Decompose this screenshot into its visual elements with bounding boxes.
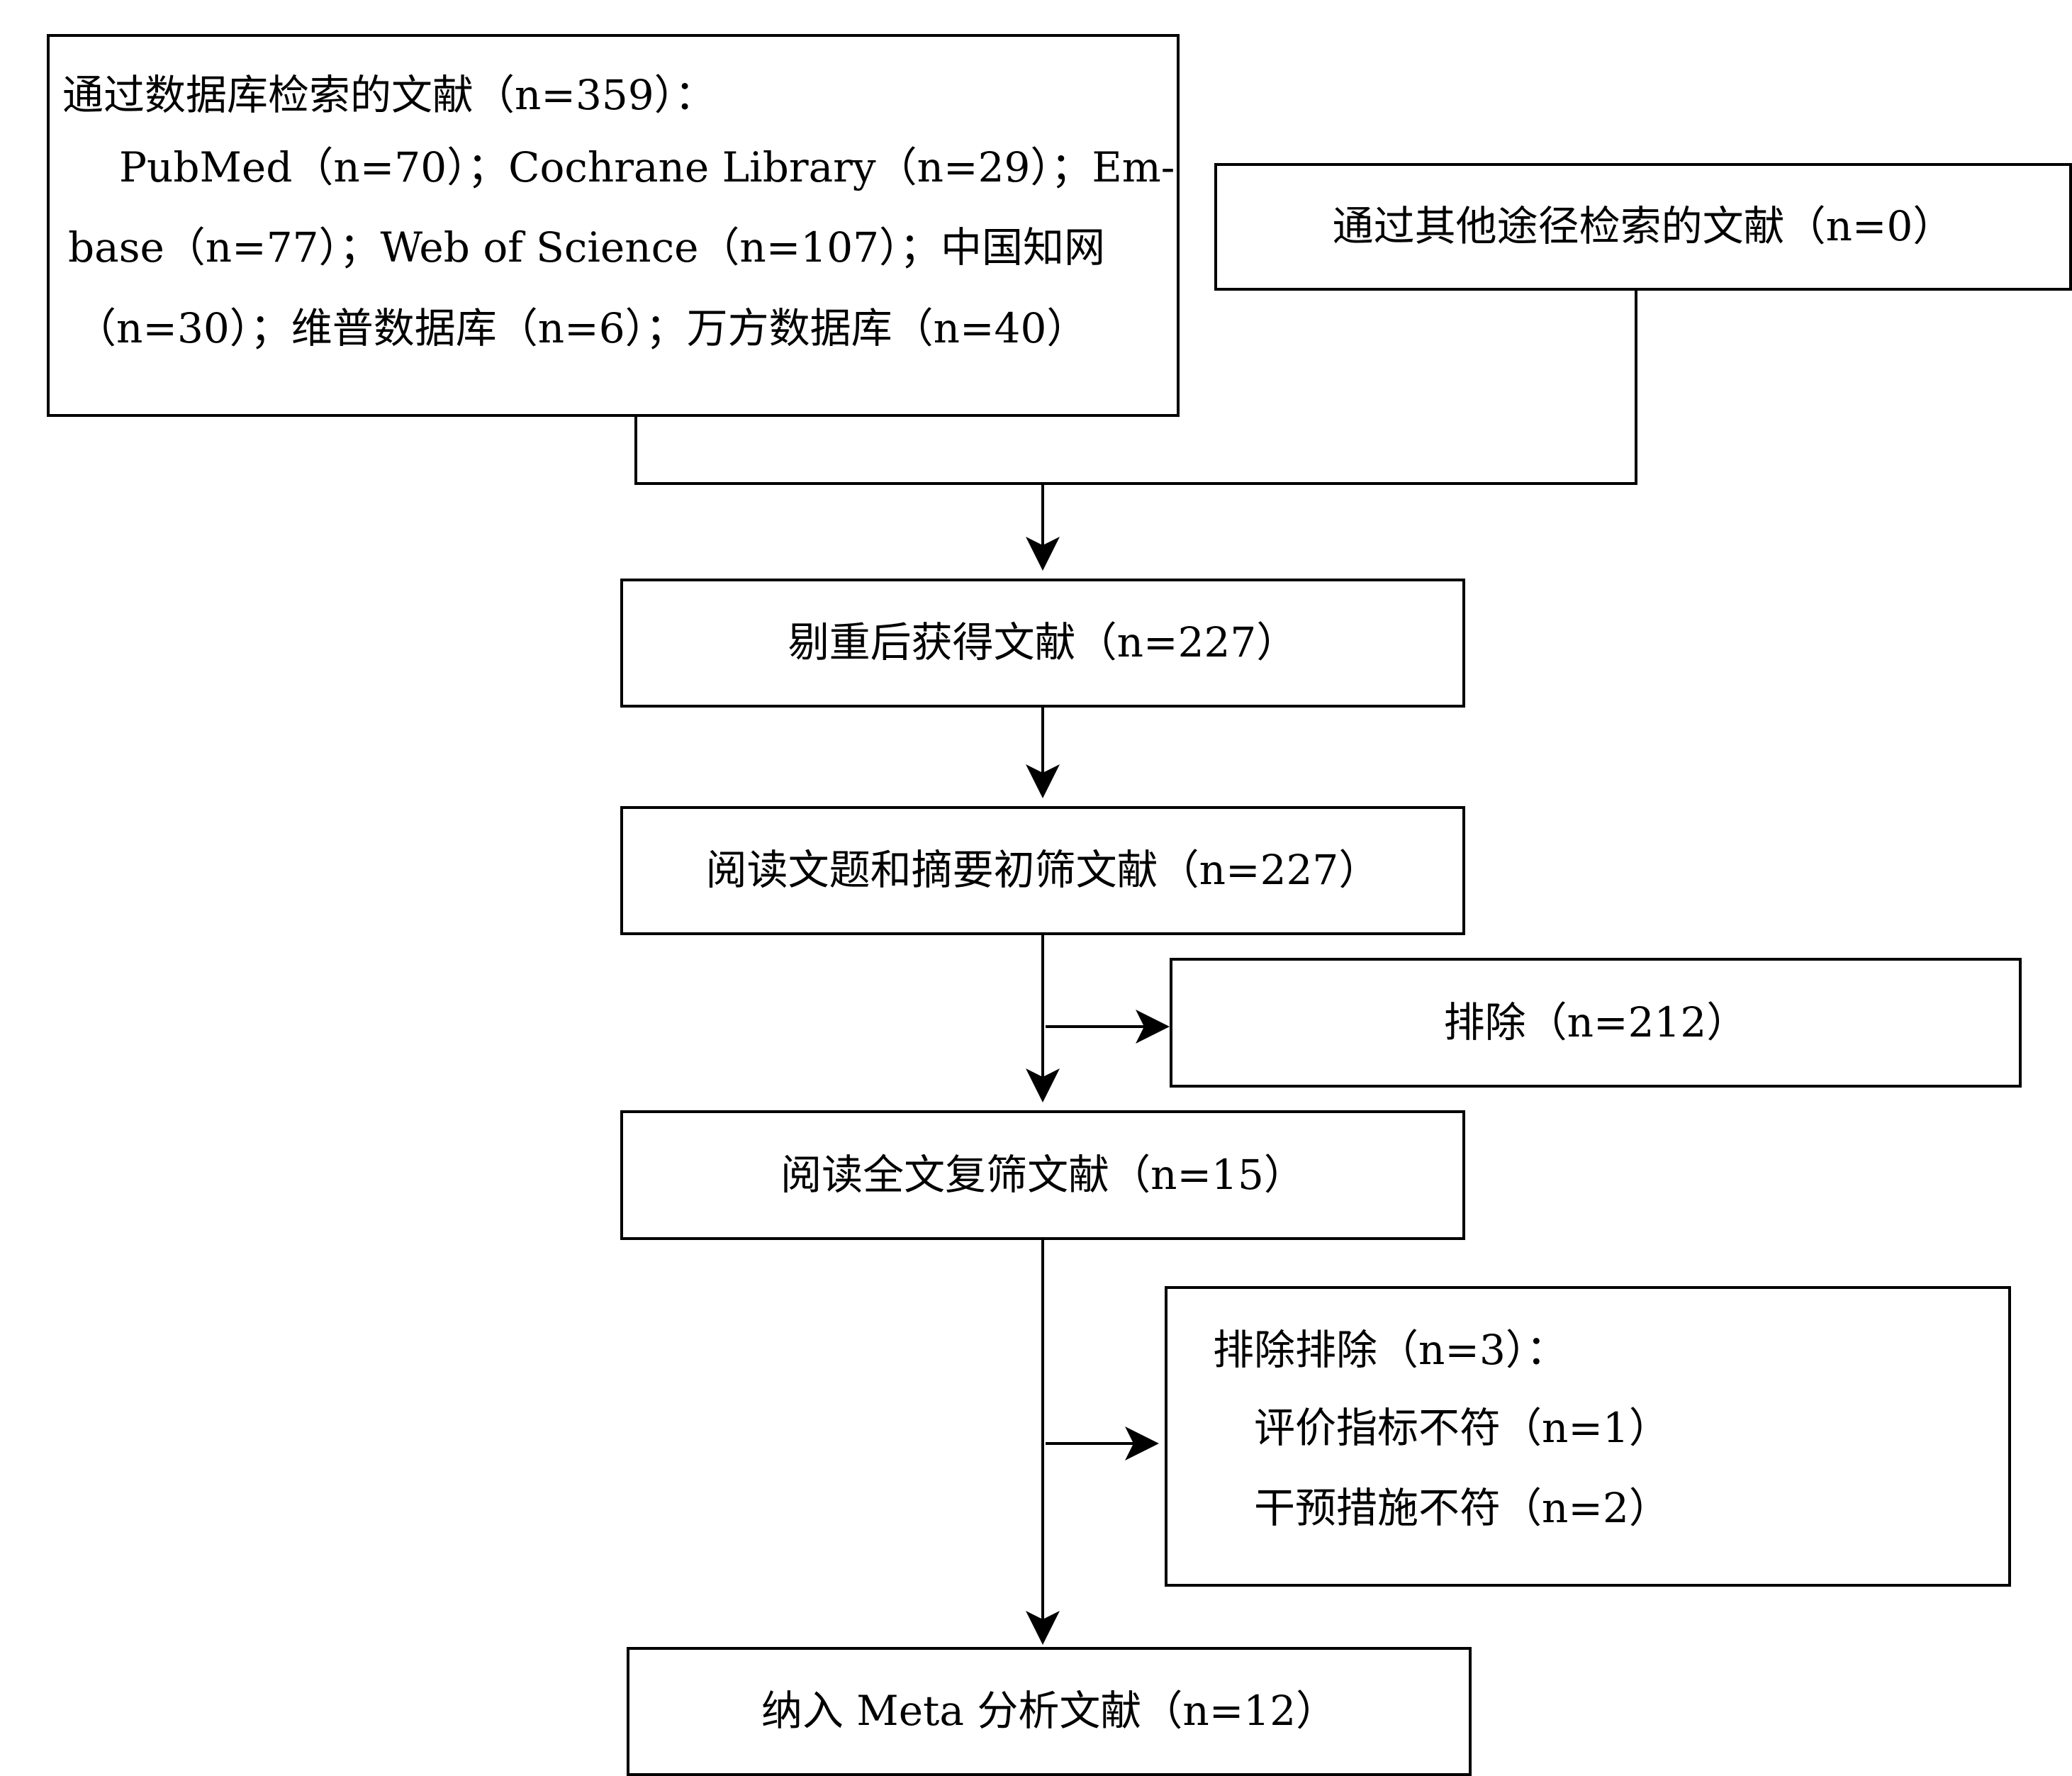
- included-text: 纳入 Meta 分析文献（n=12）: [761, 1687, 1338, 1736]
- other-sources-text: 通过其他途径检索的文献（n=0）: [1332, 202, 1954, 251]
- database-search-title: 通过数据库检索的文献（n=359）：: [62, 71, 716, 119]
- database-search-line-2: base（n=77）；Web of Science（n=107）；中国知网: [68, 223, 1106, 272]
- title-abstract-screen-box: 阅读文题和摘要初筛文献（n=227）: [620, 806, 1465, 935]
- other-sources-box: 通过其他途径检索的文献（n=0）: [1214, 163, 2072, 291]
- exclusion-box-2: 排除排除（n=3）： 评价指标不符（n=1） 干预措施不符（n=2）: [1165, 1286, 2011, 1587]
- exclusion-2-title: 排除排除（n=3）：: [1213, 1326, 1567, 1374]
- database-search-line-3: （n=30）；维普数据库（n=6）；万方数据库（n=40）: [75, 303, 1088, 352]
- exclusion-1-text: 排除（n=212）: [1443, 998, 1748, 1046]
- database-search-box: 通过数据库检索的文献（n=359）： PubMed（n=70）；Cochrane…: [47, 34, 1180, 417]
- full-text-screen-text: 阅读全文复筛文献（n=15）: [780, 1150, 1305, 1199]
- database-search-line-1: PubMed（n=70）；Cochrane Library（n=29）；Em-: [119, 143, 1175, 191]
- exclusion-2-reason-2: 干预措施不符（n=2）: [1254, 1484, 1670, 1533]
- exclusion-box-1: 排除（n=212）: [1170, 958, 2022, 1088]
- merge-connector: [634, 291, 1637, 485]
- full-text-screen-box: 阅读全文复筛文献（n=15）: [620, 1110, 1465, 1240]
- dedup-text: 剔重后获得文献（n=227）: [788, 618, 1298, 667]
- title-abstract-screen-text: 阅读文题和摘要初筛文献（n=227）: [705, 846, 1380, 895]
- dedup-box: 剔重后获得文献（n=227）: [620, 579, 1465, 708]
- included-box: 纳入 Meta 分析文献（n=12）: [627, 1647, 1472, 1776]
- exclusion-2-reason-1: 评价指标不符（n=1）: [1254, 1403, 1670, 1452]
